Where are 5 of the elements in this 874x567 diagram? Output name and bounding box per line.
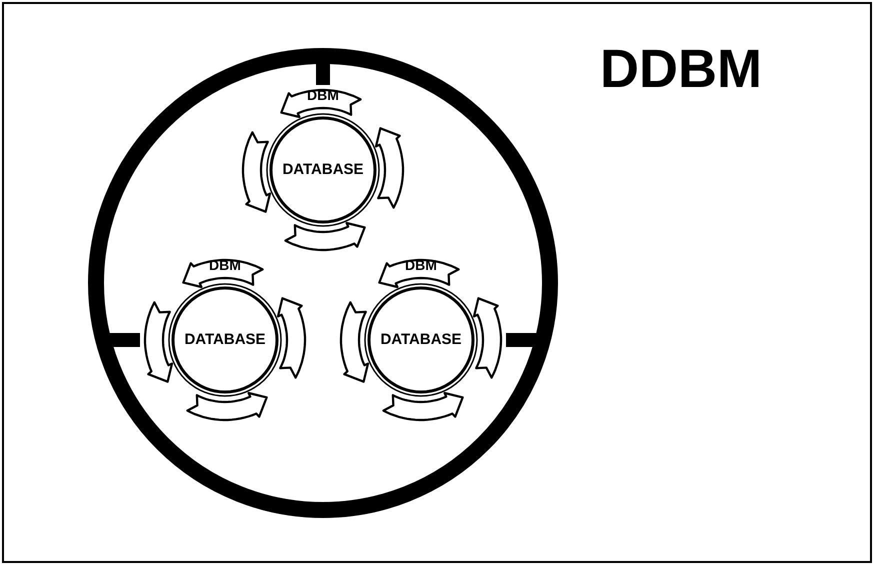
ring-circle <box>88 48 558 518</box>
diagram-title: DDBM <box>600 38 762 100</box>
database-label: DATABASE <box>379 331 463 349</box>
database-label: DATABASE <box>281 161 365 179</box>
database-label: DATABASE <box>183 331 267 349</box>
